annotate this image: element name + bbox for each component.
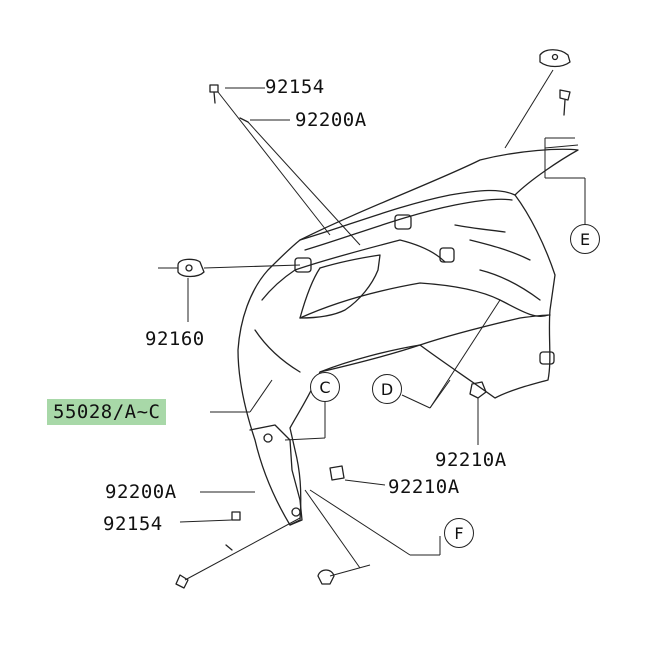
label-92210a-right: 92210A bbox=[435, 449, 507, 471]
callout-c: C bbox=[310, 372, 340, 402]
label-92154-top: 92154 bbox=[265, 76, 325, 98]
label-92200a-top: 92200A bbox=[295, 109, 367, 131]
callout-f: F bbox=[444, 518, 474, 548]
lower-bracket bbox=[249, 424, 303, 526]
fairing-outline bbox=[237, 148, 579, 526]
label-92160: 92160 bbox=[145, 328, 205, 350]
label-55028-main-part: 55028/A~C bbox=[47, 399, 167, 425]
label-92210a-lower: 92210A bbox=[388, 476, 460, 498]
label-92154-lower: 92154 bbox=[103, 513, 163, 535]
callout-d: D bbox=[372, 374, 402, 404]
label-92200a-lower: 92200A bbox=[105, 481, 177, 503]
callout-e: E bbox=[570, 224, 600, 254]
